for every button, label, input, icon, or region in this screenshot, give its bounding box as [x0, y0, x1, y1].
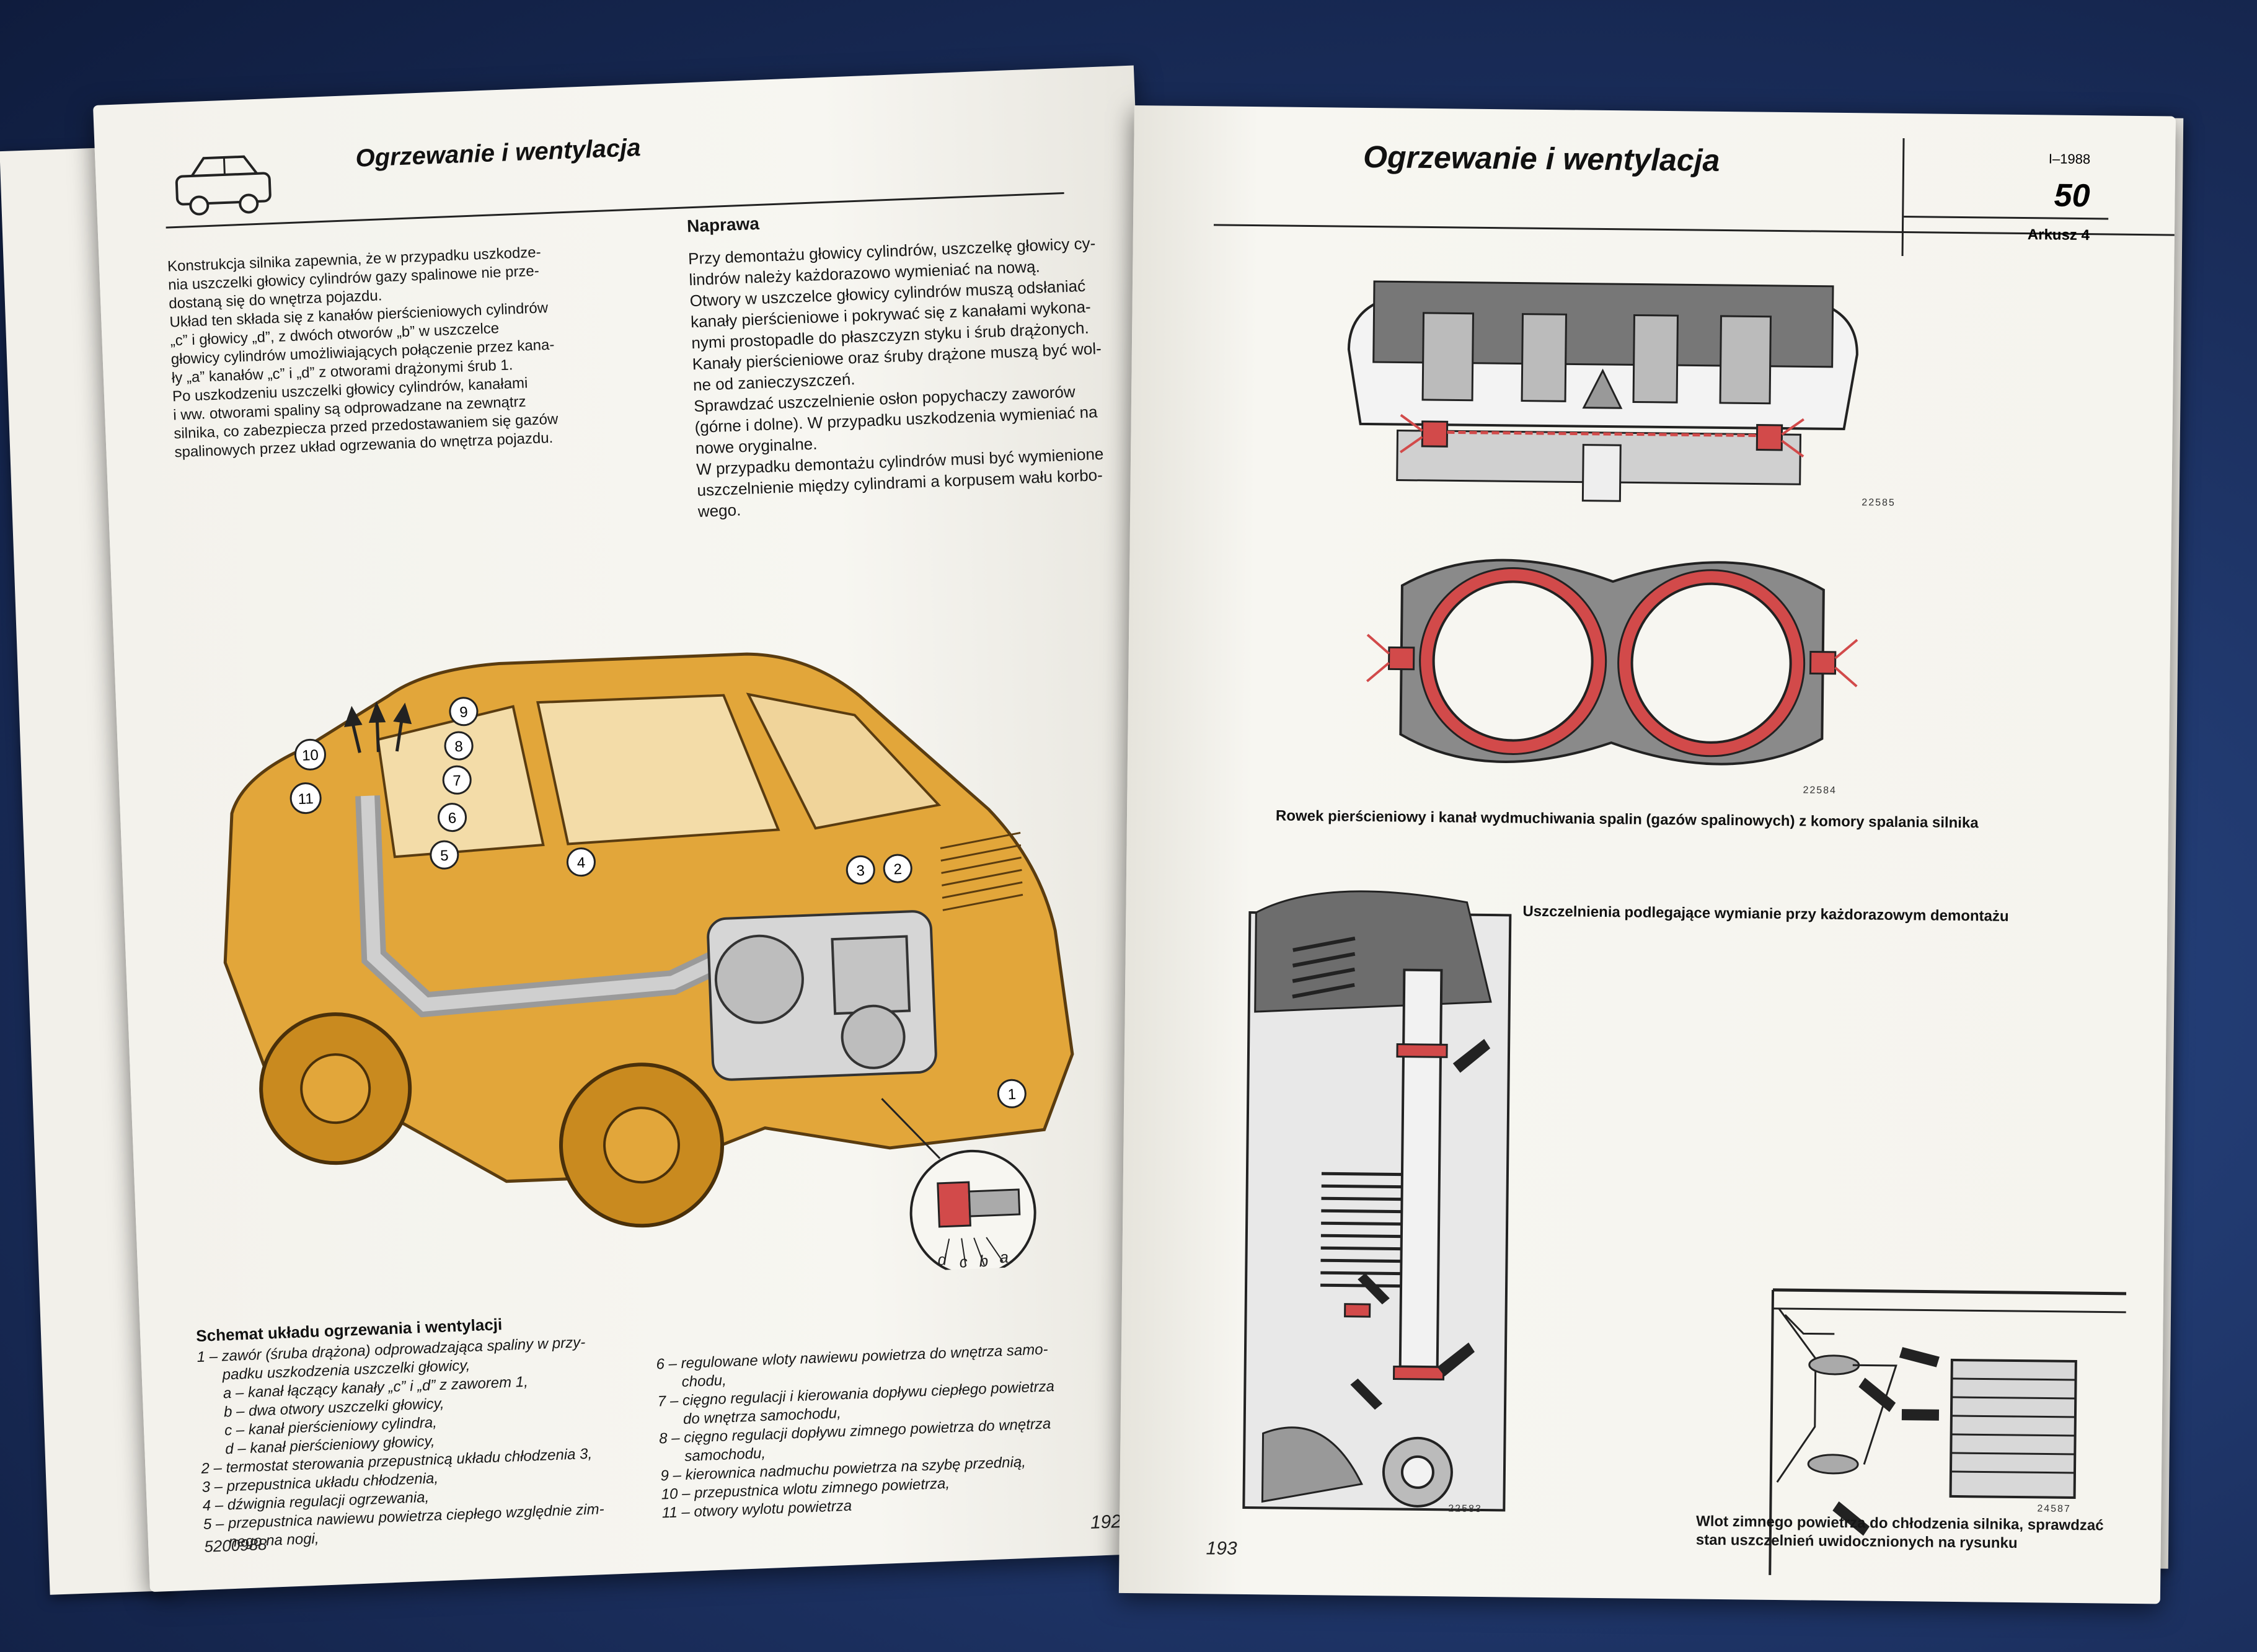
cylinder-head-section-diagram	[1347, 280, 1858, 502]
side-window	[536, 694, 780, 846]
legend-column-2: 6 – regulowane wloty nawiewu powietrza d…	[656, 1337, 1133, 1522]
figure-code-1: 22585	[1862, 497, 1896, 508]
figure-caption-4: Wlot zimnego powietrza do chłodzenia sil…	[1696, 1513, 2118, 1554]
detail-inset	[881, 1098, 1036, 1276]
right-page: Ogrzewanie i wentylacja I–1988 50 Arkusz…	[1118, 105, 2176, 1604]
head-gasket-diagram	[1366, 559, 1858, 766]
valve-spring	[1292, 936, 1356, 999]
svg-text:6: 6	[448, 810, 456, 826]
cold-air-inlet-diagram	[1769, 1288, 2127, 1575]
svg-text:9: 9	[459, 704, 468, 721]
issue-box-rule	[1904, 216, 2109, 220]
callout-1: 1	[997, 1079, 1027, 1108]
rear-wheel	[559, 1062, 725, 1228]
callout-10: 10	[294, 738, 326, 771]
callout-5: 5	[430, 840, 459, 870]
issue-box: I–1988 50 Arkusz 4	[1901, 138, 2109, 258]
issue-date: I–1988	[2048, 151, 2091, 167]
heating-duct-inner	[361, 795, 761, 1012]
page-number-right: 193	[1206, 1538, 1237, 1559]
intro-paragraph: Konstrukcja silnika zapewnia, że w przyp…	[167, 238, 683, 462]
svg-text:1: 1	[1007, 1086, 1016, 1103]
svg-text:10: 10	[302, 747, 319, 764]
svg-text:5: 5	[440, 847, 449, 864]
detail-letter-b: b	[979, 1252, 989, 1271]
svg-text:3: 3	[856, 862, 865, 879]
svg-text:4: 4	[576, 854, 585, 871]
air-outlet-arrows	[343, 701, 412, 753]
figure-caption-2: Rowek pierścieniowy i kanał wydmuchiwani…	[1275, 807, 1979, 832]
engine-block	[707, 910, 937, 1081]
legend-column-1: 1 – zawór (śruba drążona) odprowadzająca…	[197, 1331, 650, 1552]
page-title: Ogrzewanie i wentylacja	[1363, 139, 1720, 178]
left-page: Ogrzewanie i wentylacja Konstrukcja siln…	[93, 65, 1191, 1592]
seal-arrows	[1350, 1038, 1491, 1410]
callout-2: 2	[883, 854, 912, 883]
car-heating-diagram: d c b a 1 2 3 4 5 6 7 8 9 10 11	[223, 652, 1074, 1276]
callout-9: 9	[449, 697, 479, 727]
sheet-number: Arkusz 4	[2027, 226, 2090, 244]
section-number: 50	[2054, 177, 2090, 214]
page-title: Ogrzewanie i wentylacja	[355, 134, 642, 172]
callout-8: 8	[444, 731, 474, 761]
detail-letter-d: d	[937, 1250, 948, 1269]
figure-code-2: 22584	[1803, 785, 1837, 796]
detail-letter-c: c	[959, 1252, 968, 1271]
callout-7: 7	[442, 765, 472, 795]
front-wheel	[259, 1012, 412, 1165]
figure-code-3: 22583	[1448, 1503, 1482, 1514]
svg-text:8: 8	[454, 738, 463, 755]
rear-window	[746, 692, 942, 830]
figure-code-4: 24587	[2037, 1503, 2071, 1514]
pushrod-seal-diagram	[1242, 890, 1512, 1512]
svg-text:2: 2	[893, 861, 902, 878]
document-code: 5200988	[203, 1534, 268, 1556]
svg-text:7: 7	[453, 772, 461, 789]
page-number-left: 192	[1090, 1511, 1122, 1533]
callout-11: 11	[289, 782, 322, 815]
svg-text:11: 11	[298, 790, 314, 808]
callout-4: 4	[566, 847, 596, 877]
callout-3: 3	[846, 855, 875, 885]
detail-letter-a: a	[999, 1248, 1009, 1267]
repair-section: Naprawa Przy demontażu głowicy cylindrów…	[687, 200, 1132, 523]
inlet-arrows	[1832, 1347, 1940, 1536]
cylinder-fins	[1320, 1172, 1402, 1288]
car-logo-icon	[175, 155, 272, 216]
engine-grille	[940, 831, 1023, 911]
callout-6: 6	[438, 803, 467, 833]
